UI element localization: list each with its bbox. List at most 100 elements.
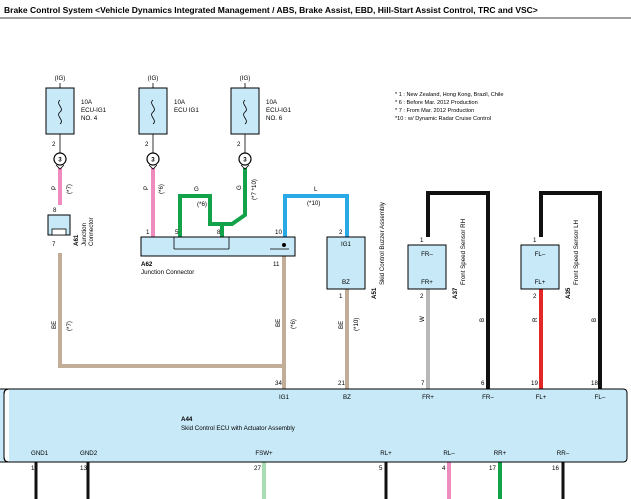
svg-text:FR–: FR– xyxy=(421,251,433,258)
svg-text:FR+: FR+ xyxy=(422,394,434,401)
svg-text:BZ: BZ xyxy=(343,394,351,401)
a44-skid-control-ecu: A44 Skid Control ECU with Actuator Assem… xyxy=(0,380,628,472)
svg-text:NO. 6: NO. 6 xyxy=(266,115,283,122)
svg-text:(*7): (*7) xyxy=(66,321,73,331)
svg-text:3: 3 xyxy=(151,157,155,164)
svg-text:2: 2 xyxy=(533,293,537,300)
svg-text:ECU IG1: ECU IG1 xyxy=(174,107,199,114)
svg-text:Front Speed Sensor LH: Front Speed Sensor LH xyxy=(573,220,580,285)
a35-box xyxy=(520,244,560,290)
svg-text:(*7 *10): (*7 *10) xyxy=(251,179,258,200)
svg-text:BZ: BZ xyxy=(342,279,350,286)
svg-text:BE: BE xyxy=(51,321,58,329)
svg-text:P: P xyxy=(51,186,58,190)
svg-text:34: 34 xyxy=(275,380,282,387)
svg-text:FL–: FL– xyxy=(535,251,546,258)
svg-text:A61: A61 xyxy=(73,234,80,246)
svg-text:G: G xyxy=(236,185,243,190)
l-wire-label: L xyxy=(314,186,318,193)
fuse2-power: (IG) xyxy=(148,75,159,82)
svg-text:IG1: IG1 xyxy=(279,394,290,401)
svg-text:Junction: Junction xyxy=(81,222,88,246)
footnotes: * 1 : New Zealand, Hong Kong, Brazil, Ch… xyxy=(395,92,504,122)
svg-text:3: 3 xyxy=(58,157,62,164)
a37-box xyxy=(407,244,447,290)
svg-text:2: 2 xyxy=(420,293,424,300)
svg-text:A44: A44 xyxy=(181,416,193,423)
a61-junction-connector: 8 7 A61 Junction Connector BE (*7) xyxy=(47,207,95,331)
svg-text:FR+: FR+ xyxy=(421,279,433,286)
svg-text:IG1: IG1 xyxy=(341,241,352,248)
svg-text:R: R xyxy=(532,317,539,322)
svg-text:17: 17 xyxy=(489,465,496,472)
svg-text:8: 8 xyxy=(217,229,221,236)
svg-text:NO. 4: NO. 4 xyxy=(81,115,98,122)
svg-text:7: 7 xyxy=(52,241,56,248)
svg-text:7: 7 xyxy=(421,380,425,387)
svg-text:13: 13 xyxy=(80,465,87,472)
fuse1-connector-icon xyxy=(53,152,67,166)
wire-b-a35 xyxy=(539,191,602,389)
fuse2-connector-icon xyxy=(146,152,160,166)
svg-text:A35: A35 xyxy=(565,287,572,299)
svg-text:B: B xyxy=(591,318,598,322)
fuse-ecu-ig1: (IG) 10A ECU IG1 2 3 P (*6) xyxy=(138,75,199,194)
svg-text:11: 11 xyxy=(273,261,280,268)
svg-text:B: B xyxy=(479,318,486,322)
a62-box xyxy=(140,236,296,257)
svg-text:RR+: RR+ xyxy=(494,450,507,457)
svg-text:GND1: GND1 xyxy=(31,450,49,457)
svg-text:6: 6 xyxy=(481,380,485,387)
wire-b-a37 xyxy=(426,191,490,389)
svg-text:(*6): (*6) xyxy=(290,319,297,329)
svg-text:FR–: FR– xyxy=(482,394,494,401)
svg-text:18: 18 xyxy=(591,380,598,387)
diagram-title: Brake Control System <Vehicle Dynamics I… xyxy=(4,5,538,15)
a51-skid-control-buzzer: 2 IG1 BZ 1 A51 Skid Control Buzzer Assem… xyxy=(326,201,386,331)
g-wire-note: (*6) xyxy=(197,201,207,208)
svg-text:1: 1 xyxy=(31,465,35,472)
note-6: * 6 : Before Mar. 2012 Production xyxy=(395,100,478,106)
svg-text:RR–: RR– xyxy=(557,450,570,457)
fuse2-box xyxy=(138,87,168,135)
note-7: * 7 : From Mar. 2012 Production xyxy=(395,108,474,114)
svg-text:5: 5 xyxy=(175,229,179,236)
svg-text:W: W xyxy=(419,316,426,322)
svg-text:1: 1 xyxy=(146,229,150,236)
svg-text:16: 16 xyxy=(552,465,559,472)
wire-g-fuse3 xyxy=(220,168,247,237)
svg-text:ECU-IG1: ECU-IG1 xyxy=(266,107,292,114)
svg-text:Junction Connector: Junction Connector xyxy=(141,269,194,276)
svg-text:8: 8 xyxy=(53,207,57,214)
svg-text:10: 10 xyxy=(275,229,282,236)
svg-text:BE: BE xyxy=(275,319,282,327)
g-wire-label: G xyxy=(194,186,199,193)
svg-text:Front Speed Sensor RH: Front Speed Sensor RH xyxy=(460,219,467,285)
svg-text:10A: 10A xyxy=(81,99,93,106)
wire-l xyxy=(283,194,349,237)
svg-text:1: 1 xyxy=(420,237,424,244)
svg-text:Skid Control Buzzer Assembly: Skid Control Buzzer Assembly xyxy=(379,201,386,285)
fuse-ecu-ig1-no4: (IG) 10A ECU-IG1 NO. 4 2 3 P (*7) xyxy=(45,75,107,194)
svg-text:RL–: RL– xyxy=(443,450,455,457)
svg-text:2: 2 xyxy=(145,141,149,148)
fuse3-power: (IG) xyxy=(240,75,251,82)
svg-text:Skid Control ECU with Actuator: Skid Control ECU with Actuator Assembly xyxy=(181,425,296,432)
a35-front-speed-sensor-lh: 1 FL– FL+ 2 A35 Front Speed Sensor LH R … xyxy=(520,220,598,322)
svg-text:A51: A51 xyxy=(371,287,378,299)
svg-text:FSW+: FSW+ xyxy=(255,450,273,457)
svg-text:27: 27 xyxy=(254,465,261,472)
svg-text:4: 4 xyxy=(442,465,446,472)
svg-text:A62: A62 xyxy=(141,261,153,268)
fuse3-box xyxy=(230,87,260,135)
note-10: *10 : w/ Dynamic Radar Cruise Control xyxy=(395,116,491,122)
fuse3-connector-icon xyxy=(238,152,252,166)
svg-text:2: 2 xyxy=(52,141,56,148)
svg-text:P: P xyxy=(143,186,150,190)
a62-junction-connector: 1 5 8 10 11 A62 Junction Connector BE (*… xyxy=(140,229,297,329)
wire-g-loop xyxy=(178,194,225,237)
svg-text:BE: BE xyxy=(338,321,345,329)
svg-text:(*7): (*7) xyxy=(66,184,73,194)
